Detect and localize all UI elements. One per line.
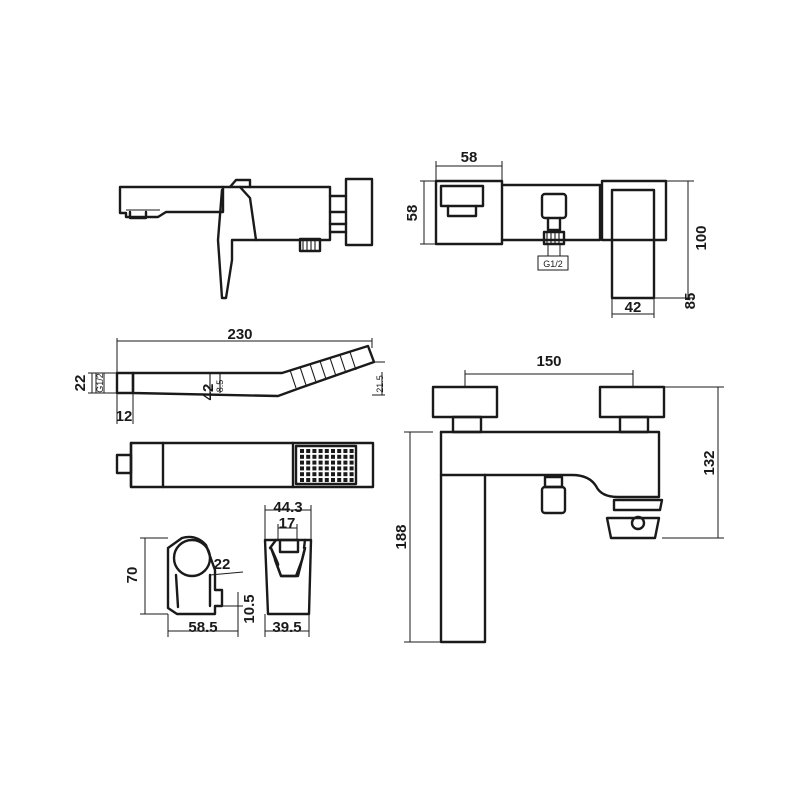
nozzle <box>312 472 317 477</box>
nozzle <box>331 472 335 477</box>
nozzle <box>318 466 323 471</box>
nozzle <box>343 460 348 465</box>
nozzle <box>343 478 348 482</box>
hand-shower-side: 230 22 G1/2 12 42 8.5 21.5 <box>72 326 385 425</box>
bracket-base-label: 10.5 <box>241 594 258 623</box>
side-view-mixer <box>118 177 374 300</box>
nozzle <box>324 449 329 453</box>
nozzle <box>349 478 354 482</box>
wall-bracket-side: 22 10.5 70 58.5 <box>124 535 258 637</box>
nozzle <box>331 466 335 471</box>
nozzle <box>337 460 342 465</box>
nozzle <box>331 454 335 459</box>
top-width-label: 58 <box>461 149 478 166</box>
nozzle <box>306 454 311 459</box>
handle-inner-label: 8.5 <box>215 380 225 393</box>
nozzle <box>318 454 323 459</box>
nozzle <box>337 466 342 471</box>
nozzle <box>318 478 323 482</box>
bracket-depth-label: 58.5 <box>188 619 217 636</box>
wall-bracket-front: 44.3 17 39.5 <box>263 499 313 637</box>
nozzle <box>343 466 348 471</box>
nozzle <box>324 460 329 465</box>
shower-nozzle-grid <box>300 449 354 482</box>
nozzle <box>337 449 342 453</box>
nozzle <box>343 449 348 453</box>
nozzle <box>349 460 354 465</box>
nozzle <box>324 478 329 482</box>
side-height-label: 100 <box>693 225 710 250</box>
nozzle <box>337 478 342 482</box>
nozzle <box>306 466 311 471</box>
front-view-mixer: 150 132 188 <box>393 353 724 644</box>
nozzle <box>312 478 317 482</box>
nozzle <box>324 454 329 459</box>
nozzle <box>300 460 304 465</box>
bracket-radius-label: 22 <box>214 556 231 573</box>
bracket-inner-label: 17 <box>279 515 296 532</box>
top-height-label: 58 <box>404 205 421 222</box>
nozzle <box>349 454 354 459</box>
front-height-label: 132 <box>701 450 718 475</box>
bracket-height-label: 70 <box>124 567 141 584</box>
inlet-thread-label: G1/2 <box>543 259 563 269</box>
nozzle <box>343 454 348 459</box>
nozzle <box>300 449 304 453</box>
nozzle <box>349 449 354 453</box>
bracket-width-label: 44.3 <box>273 499 302 516</box>
nozzle <box>306 478 311 482</box>
nozzle <box>349 472 354 477</box>
handle-height-label: 42 <box>200 384 217 401</box>
head-height-label: 21.5 <box>375 375 385 393</box>
nozzle <box>331 449 335 453</box>
top-view-mixer: 58 58 100 42 85 G1/2 <box>404 149 710 318</box>
nozzle <box>312 449 317 453</box>
nozzle <box>300 472 304 477</box>
nozzle <box>312 454 317 459</box>
nozzle <box>331 478 335 482</box>
front-centers-label: 150 <box>536 353 561 370</box>
connector-length-label: 12 <box>116 408 133 425</box>
nozzle <box>300 478 304 482</box>
hand-shower-top <box>115 441 375 489</box>
nozzle <box>318 472 323 477</box>
nozzle <box>337 454 342 459</box>
connector-height-label: 22 <box>72 375 89 392</box>
nozzle <box>300 454 304 459</box>
nozzle <box>349 466 354 471</box>
nozzle <box>343 472 348 477</box>
nozzle <box>318 460 323 465</box>
nozzle <box>331 460 335 465</box>
side-width-label: 42 <box>625 299 642 316</box>
nozzle <box>324 472 329 477</box>
shower-length-label: 230 <box>227 326 252 343</box>
connector-thread-label: G1/2 <box>95 373 105 393</box>
nozzle <box>306 472 311 477</box>
nozzle <box>312 466 317 471</box>
nozzle <box>300 466 304 471</box>
nozzle <box>312 460 317 465</box>
nozzle <box>306 460 311 465</box>
nozzle <box>324 466 329 471</box>
front-total-height-label: 188 <box>393 524 410 549</box>
nozzle <box>318 449 323 453</box>
nozzle <box>306 449 311 453</box>
nozzle <box>337 472 342 477</box>
bracket-side-depth-label: 39.5 <box>272 619 301 636</box>
side-depth-label: 85 <box>682 293 699 310</box>
